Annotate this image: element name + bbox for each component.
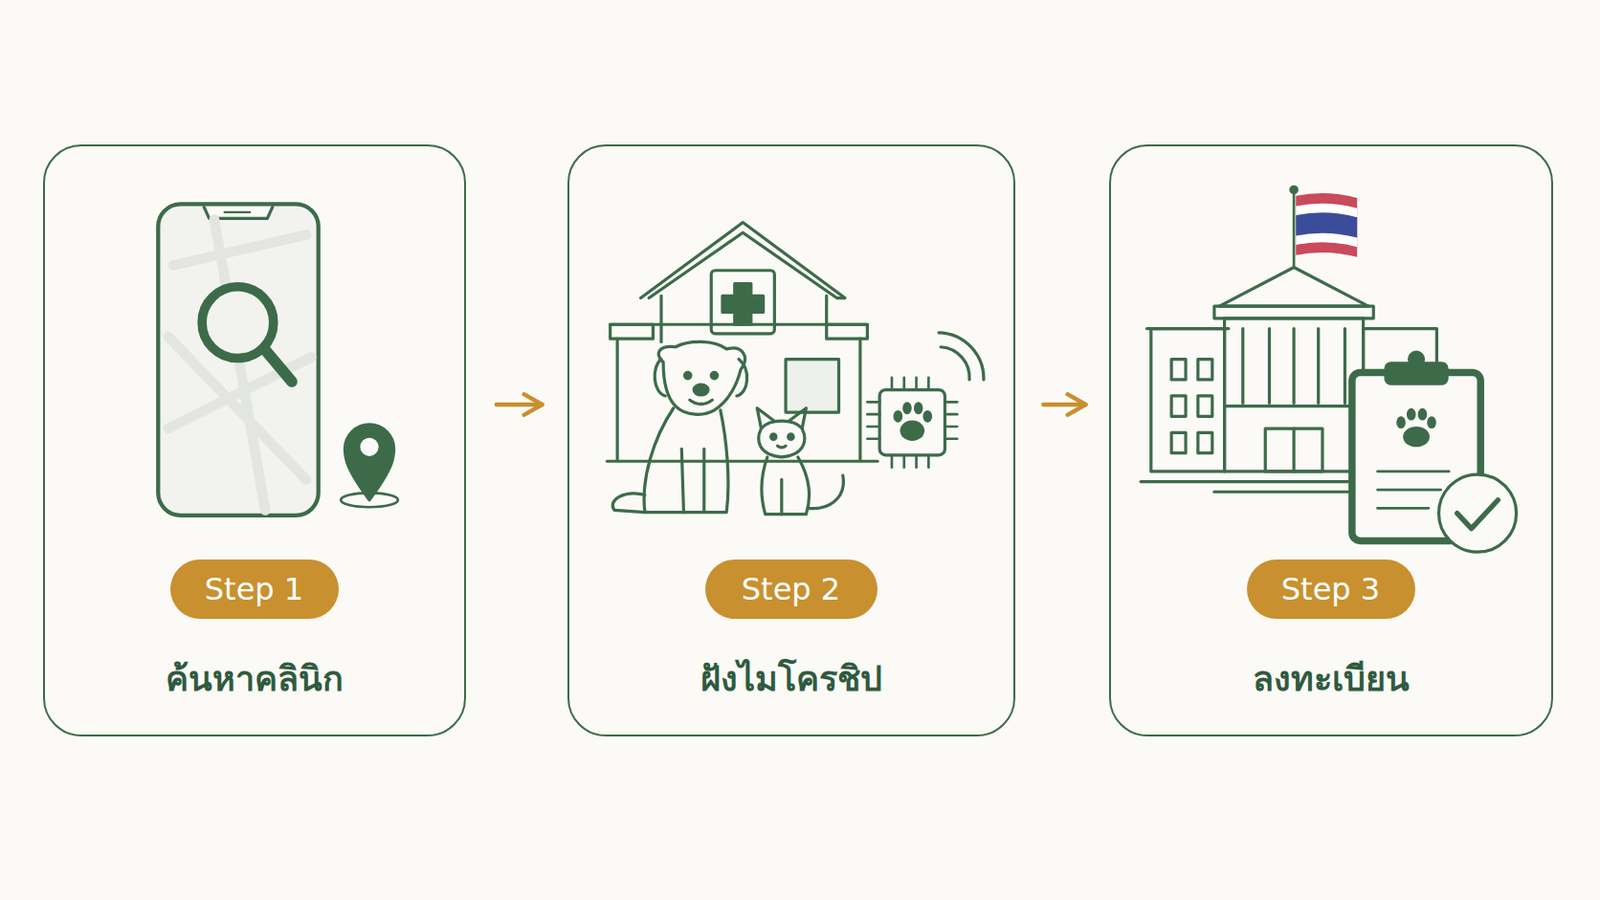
- clinic-illustration: [606, 222, 983, 515]
- step-card: ค้นหาคลินิก Step 1: [43, 144, 467, 737]
- step-label: Step 1: [204, 571, 304, 608]
- step-badge: Step 2: [705, 559, 878, 620]
- flow-arrow: [1043, 402, 1086, 408]
- step-title: ลงทะเบียน: [1111, 651, 1552, 707]
- phone-illustration: [157, 203, 399, 515]
- step-badge: Step 3: [1246, 559, 1416, 620]
- step-title: ค้นหาคลินิก: [44, 651, 465, 707]
- step-title: ฝังไมโครชิป: [569, 651, 1014, 707]
- step-card: ลงทะเบียน Step 3: [1109, 144, 1554, 737]
- step-label: Step 2: [741, 571, 841, 608]
- step-label: Step 3: [1281, 571, 1380, 608]
- step-card: ฝังไมโครชิป Step 2: [567, 144, 1016, 737]
- step-badge: Step 1: [170, 559, 339, 620]
- building-illustration: [1140, 186, 1516, 553]
- flow-arrow: [496, 402, 543, 408]
